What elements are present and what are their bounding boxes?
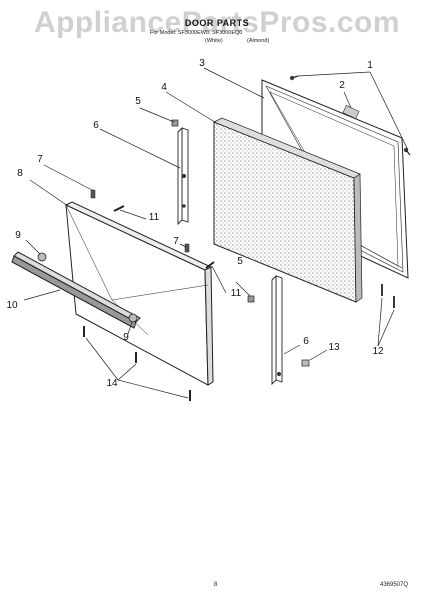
door-channel-left xyxy=(177,126,189,226)
variant-almond: (Almond) xyxy=(247,38,270,44)
watermark: AppliancePartsPros.com xyxy=(33,6,401,39)
leader-lines xyxy=(23,67,409,399)
callout-11-upper: 11 xyxy=(148,212,160,223)
model-label: For Model: SF3000EW0, SF3000EQ0 xyxy=(150,30,243,36)
side-screw xyxy=(403,147,411,156)
variant-white: (White) xyxy=(205,38,223,44)
door-bumper xyxy=(301,359,310,367)
callout-8: 8 xyxy=(17,168,23,179)
callout-1: 1 xyxy=(367,60,373,71)
callout-13: 13 xyxy=(328,342,340,353)
handle-cap-left xyxy=(37,252,47,262)
channel-clip-upper xyxy=(171,119,179,127)
handle-screw-left xyxy=(90,189,96,199)
door-handle xyxy=(11,251,141,329)
callout-10: 10 xyxy=(6,300,18,311)
callout-11-lower: 11 xyxy=(230,288,242,299)
top-screw xyxy=(289,75,299,81)
handle-cap-right xyxy=(128,313,138,323)
callout-6-upper: 6 xyxy=(93,120,99,131)
callout-9-right: 9 xyxy=(123,332,129,343)
document-number: 4369507Q xyxy=(380,582,409,588)
callout-7-upper: 7 xyxy=(37,154,43,165)
panel-screw-upper xyxy=(113,205,125,212)
page-title: DOOR PARTS xyxy=(184,18,250,28)
page-number: 8 xyxy=(214,582,218,588)
callout-6-lower: 6 xyxy=(303,336,309,347)
callout-3: 3 xyxy=(199,58,205,69)
callout-4: 4 xyxy=(161,82,167,93)
callout-7-lower: 7 xyxy=(173,236,179,247)
channel-clip-lower xyxy=(247,295,255,303)
panel-screw-lower xyxy=(205,261,215,269)
rating-label xyxy=(342,105,360,119)
door-channel-right xyxy=(271,274,283,386)
door-insulation xyxy=(213,117,363,303)
callout-14: 14 xyxy=(106,378,118,389)
inner-door-panel xyxy=(64,201,214,386)
callout-9-left: 9 xyxy=(15,230,21,241)
callout-12: 12 xyxy=(372,346,384,357)
handle-screw-right xyxy=(184,243,190,253)
callout-2: 2 xyxy=(339,80,345,91)
callout-5-lower: 5 xyxy=(237,256,243,267)
callout-5-upper: 5 xyxy=(135,96,141,107)
